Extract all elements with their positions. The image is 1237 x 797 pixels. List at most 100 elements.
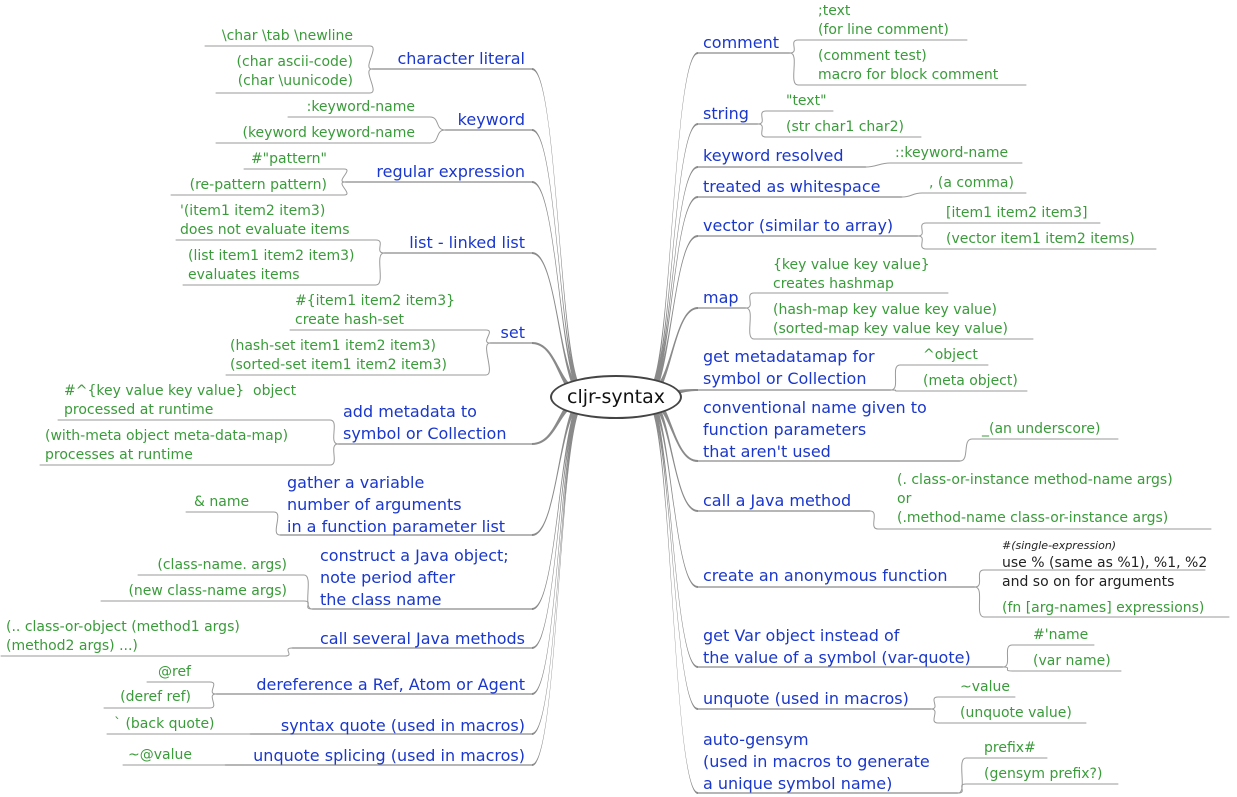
note-unused-parameters-1: _(an underscore) (982, 421, 1101, 437)
topic-dereference[interactable]: dereference a Ref, Atom or Agent (256, 675, 525, 694)
note-add-metadata-2: (with-meta object meta-data-map) process… (45, 428, 289, 463)
note-call-java-method-1: (. class-or-instance method-name args) o… (897, 472, 1173, 526)
topic-gather-arguments[interactable]: gather a variable number of arguments in… (287, 473, 506, 536)
branch-right-1 (646, 123, 698, 402)
subbranch-right-7 (917, 235, 1157, 250)
branch-left-8 (532, 392, 586, 649)
branch-right-12 (646, 392, 698, 794)
note-anonymous-function-2: use % (same as %1), %1, %2 and so on for… (1002, 555, 1208, 590)
note-map-2: (hash-map key value key value) (sorted-m… (773, 302, 1008, 337)
subbranch-right-15 (974, 586, 1230, 618)
note-set-1: #{item1 item2 item3} create hash-set (295, 293, 456, 328)
note-unquote-splicing-1: ~@value (128, 747, 192, 763)
topic-comment[interactable]: comment (703, 33, 780, 52)
subbranch-left-14 (100, 600, 313, 610)
note-unquote-1: ~value (960, 679, 1010, 695)
topic-string[interactable]: string (703, 104, 749, 123)
subbranch-right-0 (789, 39, 968, 54)
note-anonymous-function-1: #(single-expression) (1002, 539, 1117, 552)
note-map-1: {key value key value} creates hashmap (773, 257, 930, 292)
branch-left-9 (532, 392, 586, 695)
branch-left-1 (532, 129, 586, 402)
subbranch-left-8 (289, 329, 491, 344)
note-comment-1: ;text (for line comment) (818, 3, 949, 38)
branch-left-6 (532, 392, 586, 536)
note-character-literal-1: \char \tab \newline (221, 28, 353, 44)
topic-regular-expression[interactable]: regular expression (376, 162, 525, 181)
subbranch-right-6 (917, 222, 1101, 237)
subbranch-left-1 (215, 68, 374, 94)
note-string-2: (str char1 char2) (786, 119, 904, 135)
note-get-metadata-2: (meta object) (923, 373, 1018, 389)
branch-left-11 (532, 392, 586, 766)
topic-get-metadata[interactable]: get metadatamap for symbol or Collection (703, 347, 875, 388)
subbranch-right-5 (901, 192, 1027, 198)
note-auto-gensym-2: (gensym prefix?) (984, 766, 1103, 782)
topic-auto-gensym[interactable]: auto-gensym (used in macros to generate … (703, 730, 930, 793)
subbranch-right-2 (757, 110, 834, 125)
note-keyword-2: (keyword keyword-name (242, 125, 415, 141)
topic-map[interactable]: map (703, 288, 739, 307)
subbranch-right-4 (865, 162, 1023, 168)
topic-unused-parameters[interactable]: conventional name given to function para… (703, 398, 927, 461)
topic-var-quote[interactable]: get Var object instead of the value of a… (703, 626, 971, 667)
subbranch-left-16 (146, 681, 217, 695)
topic-add-metadata[interactable]: add metadata to symbol or Collection (343, 402, 507, 443)
note-set-2: (hash-set item1 item2 item3) (sorted-set… (230, 338, 447, 373)
note-add-metadata-1: #^{key value key value} object processed… (64, 383, 297, 418)
note-vector-1: [item1 item2 item3] (946, 205, 1088, 221)
note-var-quote-1: #'name (1033, 627, 1089, 643)
branch-right-3 (646, 196, 698, 402)
topic-character-literal[interactable]: character literal (397, 49, 525, 68)
topic-anonymous-function[interactable]: create an anonymous function (703, 566, 948, 585)
subbranch-left-9 (225, 342, 491, 376)
topic-construct-java-object[interactable]: construct a Java object; note period aft… (320, 546, 509, 609)
subbranch-right-11 (890, 389, 1028, 392)
note-var-quote-2: (var name) (1033, 653, 1111, 669)
subbranch-right-3 (757, 123, 922, 138)
note-auto-gensym-1: prefix# (984, 740, 1036, 756)
branch-right-11 (646, 392, 698, 710)
subbranch-right-16 (1002, 644, 1095, 668)
note-get-metadata-1: ^object (923, 347, 978, 363)
topic-whitespace[interactable]: treated as whitespace (703, 177, 881, 196)
subbranch-left-0 (204, 45, 374, 70)
topic-list[interactable]: list - linked list (409, 233, 525, 252)
subbranch-left-11 (39, 443, 339, 466)
note-vector-2: (vector item1 item2 items) (946, 231, 1135, 247)
subbranch-left-3 (215, 129, 446, 144)
topic-set[interactable]: set (500, 323, 525, 342)
subbranch-left-2 (287, 116, 446, 131)
note-anonymous-function-3: (fn [arg-names] expressions) (1002, 600, 1205, 616)
topic-call-several-java-methods[interactable]: call several Java methods (320, 629, 525, 648)
note-call-several-1: (.. class-or-object (method1 args) (meth… (6, 619, 240, 654)
topic-keyword[interactable]: keyword (457, 110, 525, 129)
topic-call-java-method[interactable]: call a Java method (703, 491, 852, 510)
topic-vector[interactable]: vector (similar to array) (703, 216, 894, 235)
subbranch-right-12 (959, 438, 1119, 462)
topic-syntax-quote[interactable]: syntax quote (used in macros) (280, 716, 525, 735)
branch-right-0 (646, 52, 698, 402)
central-topic[interactable]: cljr-syntax (550, 375, 682, 419)
note-construct-2: (new class-name args) (128, 583, 287, 599)
subbranch-left-13 (137, 574, 313, 610)
note-comment-2: (comment test) macro for block comment (818, 48, 999, 83)
note-dereference-1: @ref (158, 664, 191, 680)
branch-left-2 (532, 181, 586, 402)
branch-left-10 (532, 392, 586, 735)
note-unquote-2: (unquote value) (960, 705, 1072, 721)
topic-unquote[interactable]: unquote (used in macros) (703, 689, 909, 708)
topic-keyword-resolved[interactable]: keyword resolved (703, 146, 844, 165)
note-list-2: (list item1 item2 item3) evaluates items (188, 248, 355, 283)
topic-unquote-splicing[interactable]: unquote splicing (used in macros) (253, 746, 525, 765)
branch-right-8 (646, 392, 698, 512)
subbranch-right-13 (869, 510, 1212, 530)
subbranch-right-18 (930, 696, 1016, 710)
note-string-1: "text" (786, 93, 827, 109)
subbranch-right-21 (957, 783, 1119, 794)
branch-right-2 (646, 166, 698, 402)
note-character-literal-2: (char ascii-code) (char \uunicode) (236, 54, 353, 89)
note-whitespace-1: , (a comma) (929, 175, 1014, 191)
